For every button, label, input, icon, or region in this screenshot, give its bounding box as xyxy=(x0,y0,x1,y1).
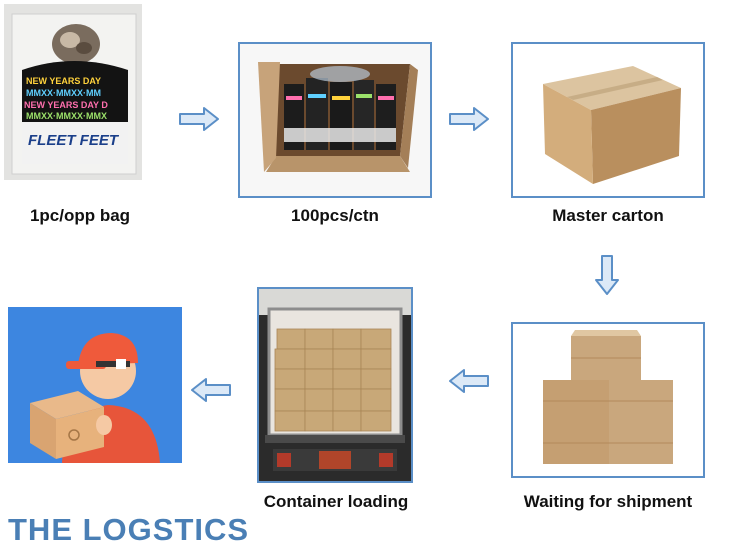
bag-print-line3: NEW YEARS DAY D xyxy=(24,100,108,110)
step-waiting-shipment-image xyxy=(511,322,705,478)
bag-print-line1: NEW YEARS DAY xyxy=(26,76,102,86)
arrow-left-icon xyxy=(448,368,490,394)
arrow-right-icon xyxy=(448,106,490,132)
step-container-loading-image xyxy=(257,287,413,483)
step-opp-bag-image: NEW YEARS DAY MMXX·MMXX·MM NEW YEARS DAY… xyxy=(4,4,142,180)
step-master-carton-image xyxy=(511,42,705,198)
step-label-carton: 100pcs/ctn xyxy=(291,206,379,225)
arrow-down-icon xyxy=(594,254,620,296)
step-label-opp-bag: 1pc/opp bag xyxy=(29,206,131,225)
bag-print-line4: MMXX·MMXX·MMX xyxy=(26,111,107,121)
step-delivery-image xyxy=(8,307,182,463)
arrow-left-icon xyxy=(190,377,232,403)
bag-print-brand: FLEET FEET xyxy=(28,132,118,149)
step-label-waiting-shipment: Waiting for shipment xyxy=(523,492,693,511)
step-open-carton-image xyxy=(238,42,432,198)
arrow-right-icon xyxy=(178,106,220,132)
bag-print-line2: MMXX·MMXX·MM xyxy=(26,88,101,98)
footer-title: THE LOGSTICS xyxy=(8,512,250,547)
step-label-container-loading: Container loading xyxy=(263,492,409,511)
step-label-master-carton: Master carton xyxy=(552,206,664,225)
